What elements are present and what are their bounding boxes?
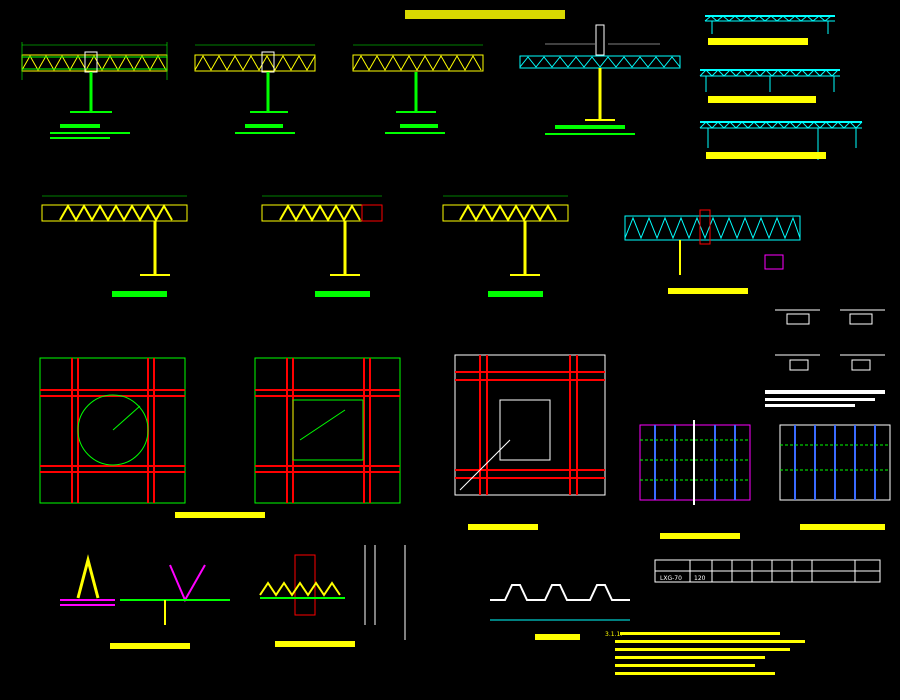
general-notes: 3.1.1. (605, 631, 805, 675)
truss-node-detail-1 (21, 42, 168, 139)
temporary-support-diagram-1 (704, 15, 835, 45)
temporary-support-diagram-2 (699, 69, 840, 103)
sheet-title (405, 10, 565, 19)
beam-side-detail (259, 545, 406, 647)
truss-node-detail-2 (194, 44, 316, 134)
table-cell-model: LXG-70 (660, 575, 682, 582)
deck-continuity-detail (519, 24, 681, 135)
temporary-support-diagram-3 (699, 121, 863, 160)
small-rebar-details (765, 309, 885, 407)
notes-heading: 3.1.1. (605, 631, 622, 638)
bearing-detail-1 (41, 195, 188, 297)
square-opening-plan (254, 357, 401, 504)
column-opening-plan (454, 354, 606, 530)
round-opening-plan (39, 357, 265, 518)
bearing-detail-2 (261, 195, 383, 297)
bearing-detail-3 (442, 195, 569, 297)
decking-profile-detail (490, 584, 630, 640)
deck-splice-elevation-right (779, 424, 891, 530)
truss-end-detail (60, 554, 230, 649)
slab-edge-detail (624, 209, 801, 294)
deck-splice-elevation-left (639, 420, 751, 539)
table-cell-thickness: 120 (694, 575, 706, 582)
truss-node-detail-3 (352, 44, 484, 134)
parameter-table (654, 559, 881, 583)
